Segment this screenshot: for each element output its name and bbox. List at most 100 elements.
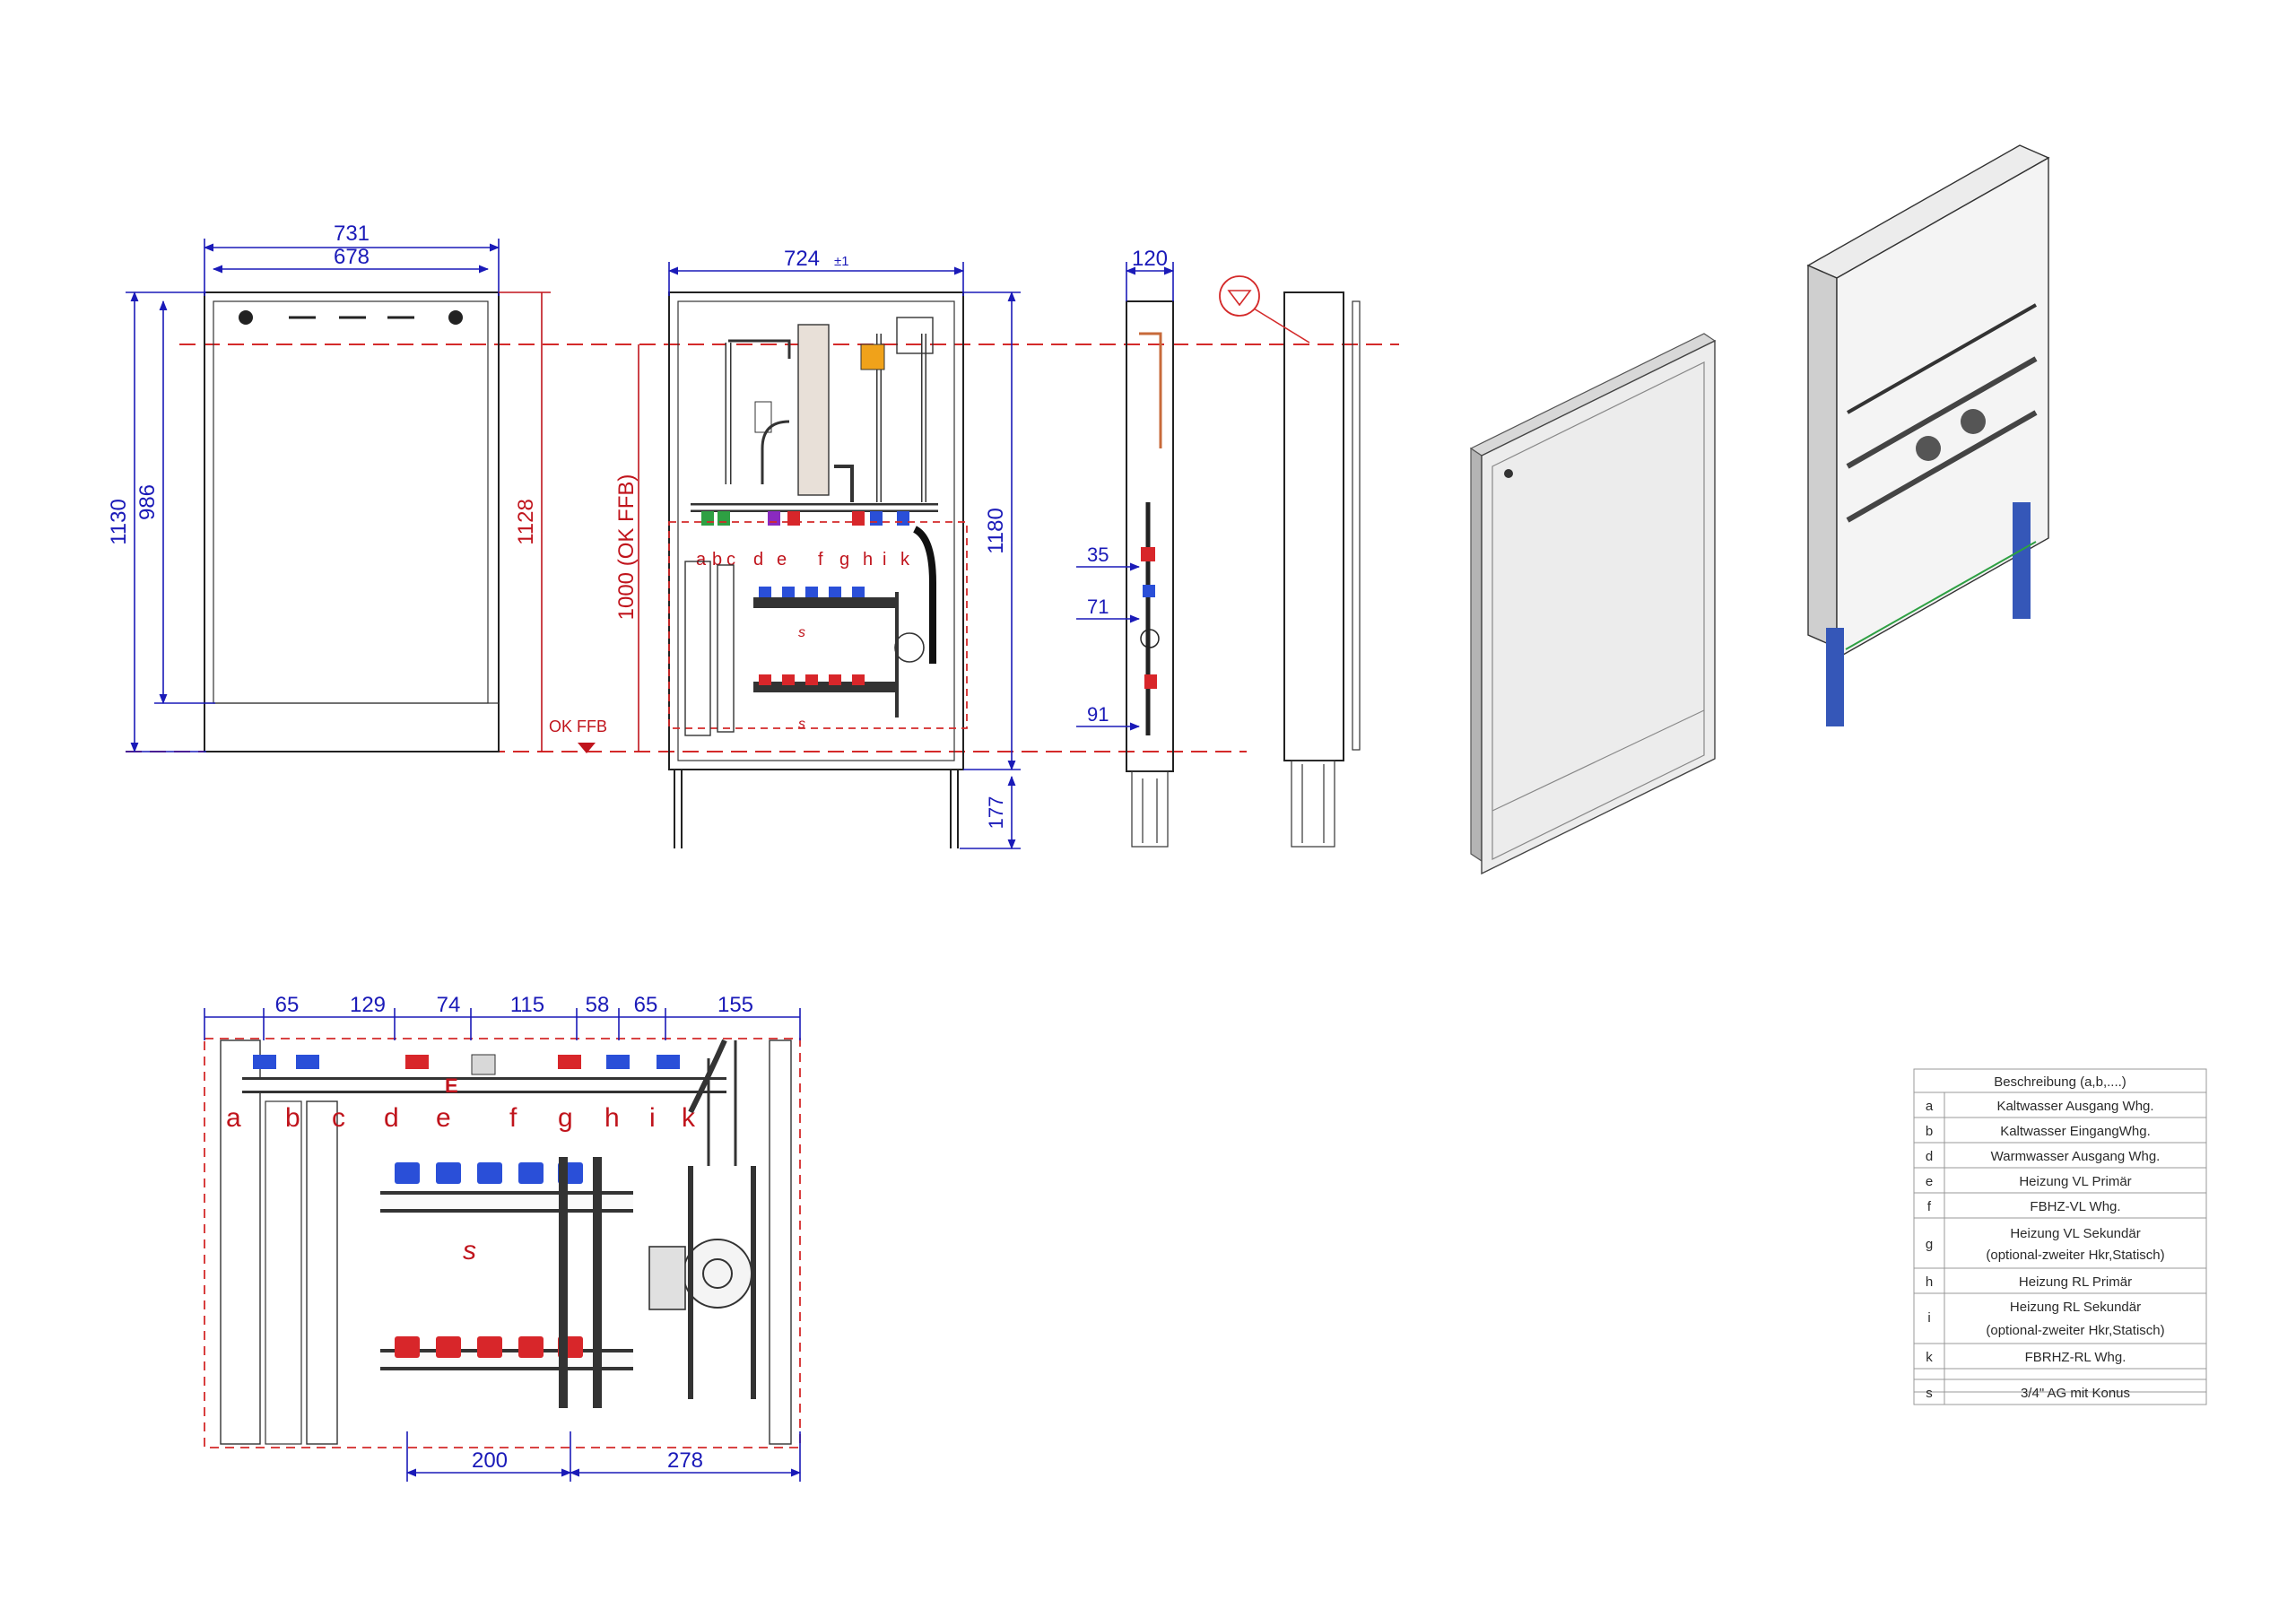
svg-text:FBRHZ-RL Whg.: FBRHZ-RL Whg. <box>2025 1350 2126 1365</box>
svg-text:Warmwasser Ausgang Whg.: Warmwasser Ausgang Whg. <box>1991 1149 2161 1164</box>
side-view: 120 35 71 91 <box>1076 247 1175 848</box>
level-marker-icon <box>1219 275 1260 317</box>
svg-text:b: b <box>712 550 722 570</box>
detail-e-mark: E <box>445 1074 458 1097</box>
dim-width-outer: 731 <box>334 222 370 246</box>
svg-text:(optional-zweiter Hkr,Statisch: (optional-zweiter Hkr,Statisch) <box>1986 1323 2164 1338</box>
svg-text:i: i <box>649 1103 656 1133</box>
open-view-valves <box>701 511 909 526</box>
open-view-letters: a b c d e f g h i k <box>696 550 910 570</box>
svg-text:Heizung VL Primär: Heizung VL Primär <box>2019 1174 2131 1189</box>
svg-text:a: a <box>1926 1099 1934 1114</box>
detail-manifold-lower-valves <box>395 1336 583 1358</box>
legend-row-a: a Kaltwasser Ausgang Whg. <box>1926 1099 2154 1114</box>
manifold-upper-valves <box>759 587 865 597</box>
pump-icon <box>894 632 925 663</box>
dim-open-width-tol: ±1 <box>834 254 849 269</box>
svg-text:74: 74 <box>437 993 461 1017</box>
dim-width-inner: 678 <box>334 245 370 269</box>
front-cabinet-outline <box>204 291 500 752</box>
dim-height-outer: 1130 <box>107 499 131 545</box>
dim-side-35: 35 <box>1087 544 1109 566</box>
svg-text:g: g <box>839 550 849 570</box>
svg-text:h: h <box>1926 1274 1933 1290</box>
svg-text:Kaltwasser Ausgang Whg.: Kaltwasser Ausgang Whg. <box>1996 1099 2153 1114</box>
detail-s-label: s <box>463 1236 476 1265</box>
side-pipe-copper <box>1139 332 1162 448</box>
svg-text:e: e <box>1926 1174 1933 1189</box>
legend-row-b: b Kaltwasser EingangWhg. <box>1926 1124 2151 1139</box>
legend-row-i: i Heizung RL Sekundär (optional-zweiter … <box>1927 1300 2164 1338</box>
svg-text:65: 65 <box>634 993 658 1017</box>
svg-text:b: b <box>1926 1124 1933 1139</box>
open-view: a b c d e f g h i k s s <box>549 247 1021 850</box>
svg-text:f: f <box>509 1103 517 1133</box>
svg-text:f: f <box>818 550 823 570</box>
svg-text:k: k <box>682 1103 696 1133</box>
svg-text:k: k <box>1926 1350 1933 1365</box>
front-view: 731 678 1130 986 1128 <box>107 222 551 753</box>
svg-text:a: a <box>696 550 707 570</box>
legend-table: Beschreibung (a,b,....) a Kaltwasser Aus… <box>1913 1068 2207 1405</box>
svg-text:c: c <box>332 1103 345 1133</box>
dim-open-width: 724 <box>784 247 820 271</box>
dim-floor-label: 1000 (OK FFB) <box>614 474 639 621</box>
svg-text:115: 115 <box>510 993 544 1017</box>
svg-text:e: e <box>777 550 787 570</box>
detail-view: E a b c d e f g h i k s <box>204 993 802 1482</box>
svg-text:129: 129 <box>350 993 386 1017</box>
detail-manifold-upper-valves <box>395 1162 583 1184</box>
dim-height-right: 1128 <box>514 499 538 545</box>
legend-header: Beschreibung (a,b,....) <box>1994 1074 2126 1090</box>
svg-text:e: e <box>436 1103 451 1133</box>
legend-row-h: h Heizung RL Primär <box>1926 1274 2132 1290</box>
dim-side-depth: 120 <box>1132 247 1168 271</box>
svg-text:58: 58 <box>586 993 610 1017</box>
legend-row-d: d Warmwasser Ausgang Whg. <box>1926 1149 2161 1164</box>
detail-top-dims: 65 129 74 115 58 65 155 <box>275 993 753 1017</box>
svg-text:Kaltwasser EingangWhg.: Kaltwasser EingangWhg. <box>2000 1124 2151 1139</box>
svg-text:h: h <box>863 550 873 570</box>
svg-text:(optional-zweiter Hkr,Statisch: (optional-zweiter Hkr,Statisch) <box>1986 1248 2164 1263</box>
side-outer-panel <box>1283 291 1344 761</box>
ok-ffb-label: OK FFB <box>549 718 607 735</box>
svg-text:g: g <box>1926 1237 1933 1252</box>
iso-riser-right <box>2013 502 2031 619</box>
open-view-s-label-upper: s <box>798 625 805 640</box>
svg-text:c: c <box>726 550 735 570</box>
dim-leg-height: 177 <box>985 796 1007 830</box>
legend-row-g: g Heizung VL Sekundär (optional-zweiter … <box>1926 1226 2165 1263</box>
legend-row-k: k FBRHZ-RL Whg. <box>1926 1350 2126 1365</box>
svg-text:d: d <box>1926 1149 1933 1164</box>
legend-row-s: s 3/4" AG mit Konus <box>1926 1386 2130 1401</box>
detail-frame <box>204 1038 801 1448</box>
svg-text:65: 65 <box>275 993 300 1017</box>
detail-bottom-dim-200: 200 <box>472 1448 508 1473</box>
dim-open-height: 1180 <box>984 508 1008 554</box>
svg-text:f: f <box>1927 1199 1932 1214</box>
svg-text:s: s <box>1926 1386 1933 1401</box>
manifold-lower-valves <box>759 674 865 685</box>
detail-letters: a b c d e f g h i k <box>226 1103 696 1133</box>
svg-text:d: d <box>753 550 763 570</box>
detail-top-dim-ticks <box>204 1008 801 1040</box>
legend-row-e: e Heizung VL Primär <box>1926 1174 2132 1189</box>
open-view-s-label-lower: s <box>798 717 805 732</box>
svg-text:a: a <box>226 1103 241 1133</box>
detail-top-valves <box>253 1054 680 1075</box>
door-lock-icon <box>239 310 253 325</box>
dim-side-91: 91 <box>1087 703 1109 726</box>
svg-text:Heizung VL Sekundär: Heizung VL Sekundär <box>2010 1226 2140 1241</box>
svg-text:k: k <box>900 550 910 570</box>
valve-orange <box>860 344 885 370</box>
legend-row-f: f FBHZ-VL Whg. <box>1927 1199 2121 1214</box>
svg-text:FBHZ-VL Whg.: FBHZ-VL Whg. <box>2030 1199 2120 1214</box>
iso-closed-cabinet <box>1469 333 1717 875</box>
iso-riser-left <box>1826 628 1844 726</box>
svg-text:Heizung RL Primär: Heizung RL Primär <box>2019 1274 2132 1290</box>
svg-text:i: i <box>1927 1310 1930 1326</box>
svg-text:g: g <box>558 1103 573 1133</box>
detail-bottom-dim-278: 278 <box>667 1448 703 1473</box>
svg-text:b: b <box>285 1103 300 1133</box>
